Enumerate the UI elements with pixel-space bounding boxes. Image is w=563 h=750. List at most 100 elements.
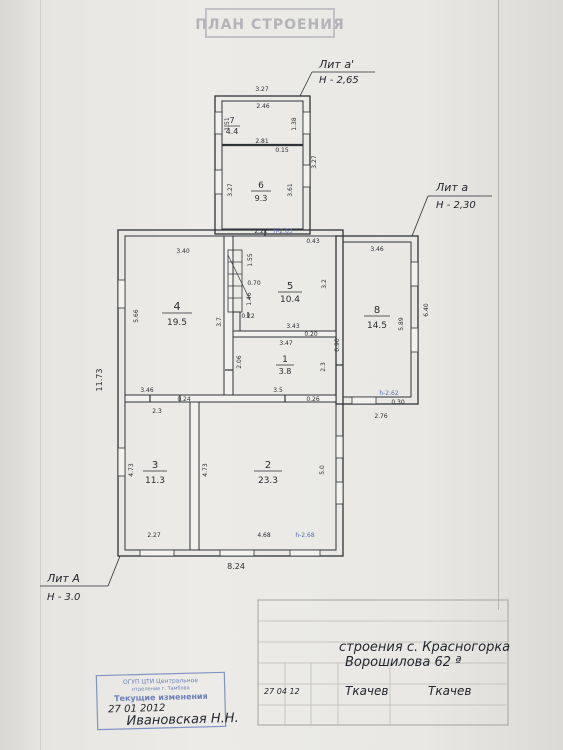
- dim: 3.2: [321, 279, 328, 289]
- wall-3-2: [189, 401, 200, 551]
- window: [139, 549, 175, 557]
- header-stamp-frame: [205, 8, 335, 38]
- blue-stamp-line1: ОГУП ЦТИ Центральное: [123, 677, 199, 686]
- lit-A-height: H - 3.0: [47, 592, 80, 603]
- room-8-area: 14.5: [367, 321, 387, 331]
- room-4-area: 19.5: [167, 318, 187, 328]
- dim: 1.55: [247, 253, 254, 267]
- dim: 5.0: [319, 465, 326, 475]
- dim: 0.30: [391, 399, 405, 406]
- dim: 3.27: [311, 155, 318, 169]
- dim: 2.46: [256, 103, 270, 110]
- window: [302, 164, 311, 188]
- dim: 1.38: [291, 117, 298, 131]
- stair-diagonal: [227, 254, 251, 301]
- room-7-area: 4.4: [226, 127, 239, 136]
- dim: 2.81: [255, 138, 269, 145]
- room-1-area: 3.8: [279, 367, 292, 376]
- window: [410, 327, 419, 353]
- title-block-object: строения с. Красногорка: [339, 640, 510, 655]
- dim: 4.73: [128, 463, 135, 477]
- room-7-number: 7: [229, 116, 234, 125]
- window: [302, 111, 311, 135]
- dim: 3.61: [287, 183, 294, 197]
- dim: 3.47: [279, 340, 293, 347]
- dim: 3.27: [227, 183, 234, 197]
- dim: 2.06: [236, 355, 243, 369]
- dim-height-blue: h-2.63: [273, 228, 293, 235]
- dim: 3.43: [286, 323, 300, 330]
- lit-a-leader: [411, 195, 429, 237]
- title-block-signature-1: Ткачев: [345, 684, 388, 698]
- doors: [149, 229, 343, 402]
- window: [335, 435, 344, 459]
- dim: 2.3: [320, 362, 327, 372]
- litera-labels: Лит а' H - 2,65 Лит а H - 2,30 Лит А H -…: [40, 58, 492, 603]
- wall-upper-lower: [124, 394, 337, 403]
- dim: 3.46: [140, 387, 154, 394]
- dim: 0.24: [177, 396, 191, 403]
- window: [117, 447, 126, 477]
- window: [219, 549, 255, 557]
- dim: 3.46: [370, 246, 384, 253]
- blue-stamp: ОГУП ЦТИ Центральное отделение г. Тамбов…: [95, 671, 239, 731]
- dim: 0.26: [306, 396, 320, 403]
- room-2-number: 2: [265, 460, 271, 471]
- blue-stamp-line2: отделение г. Тамбова: [132, 685, 190, 693]
- dim-total-height: 11.73: [95, 369, 104, 392]
- dim: 0.20: [304, 331, 318, 338]
- margin-line: [498, 0, 499, 610]
- dim: 4.68: [257, 532, 271, 539]
- dim: 3.27: [255, 86, 269, 93]
- title-block-address: Ворошилова 62 ª: [345, 655, 461, 670]
- lit-a1-label: Лит а': [318, 58, 354, 71]
- dim: 0.70: [247, 280, 261, 287]
- blue-stamp-name: Ивановская Н.Н.: [126, 711, 239, 729]
- room-4-number: 4: [174, 300, 181, 313]
- blue-stamp-frame: [95, 671, 227, 731]
- room-5-area: 10.4: [280, 295, 300, 305]
- annex-a-outer: [335, 235, 419, 405]
- dim-total-width: 8.24: [227, 562, 245, 571]
- dim: 2.22: [254, 228, 268, 235]
- window: [214, 111, 223, 135]
- lit-a1-height: H - 2,65: [319, 75, 359, 86]
- dim: 3.7: [216, 317, 223, 327]
- dim: 5.66: [133, 309, 140, 323]
- wall-5-1: [232, 330, 337, 338]
- dim: 1.51: [224, 117, 231, 131]
- dim-height-blue: h-2.68: [295, 532, 315, 539]
- dim: 0.22: [241, 313, 255, 320]
- window: [351, 396, 377, 405]
- dim: 2.3: [152, 408, 162, 415]
- dimensions: 3.27 2.46 1.51 1.38 2.81 0.15 3.27 3.27 …: [95, 86, 430, 571]
- header-stamp: ПЛАН СТРОЕНИЯ: [195, 17, 345, 33]
- dim: 0.90: [334, 338, 341, 352]
- lit-A-leader: [107, 555, 121, 587]
- room-8-number: 8: [374, 305, 380, 316]
- window: [335, 481, 344, 505]
- blue-stamp-date: 27 01 2012: [108, 703, 166, 715]
- dim-height-blue: h-2.62: [379, 390, 399, 397]
- windows: [117, 111, 419, 557]
- window: [289, 549, 321, 557]
- lit-a-label: Лит а: [435, 181, 468, 194]
- window: [214, 169, 223, 195]
- dim: 2.27: [147, 532, 161, 539]
- lit-A-label: Лит А: [46, 572, 80, 585]
- window: [410, 261, 419, 287]
- title-block-frame: [257, 599, 509, 726]
- lit-a1-leader: [299, 71, 313, 97]
- lit-a-height: H - 2,30: [436, 200, 476, 211]
- dim: 2.76: [374, 413, 388, 420]
- dim: 5.89: [398, 317, 405, 331]
- page-fold: [40, 0, 41, 750]
- dim: 4.73: [202, 463, 209, 477]
- room-2-area: 23.3: [258, 476, 278, 486]
- annex-a-inner: [342, 241, 412, 398]
- room-1-number: 1: [282, 355, 288, 365]
- title-block-date: 27 04 12: [264, 687, 300, 696]
- room-labels: 7 4.4 6 9.3 5 10.4 4 19.5 1 3.8 8 14.5 3…: [143, 116, 390, 486]
